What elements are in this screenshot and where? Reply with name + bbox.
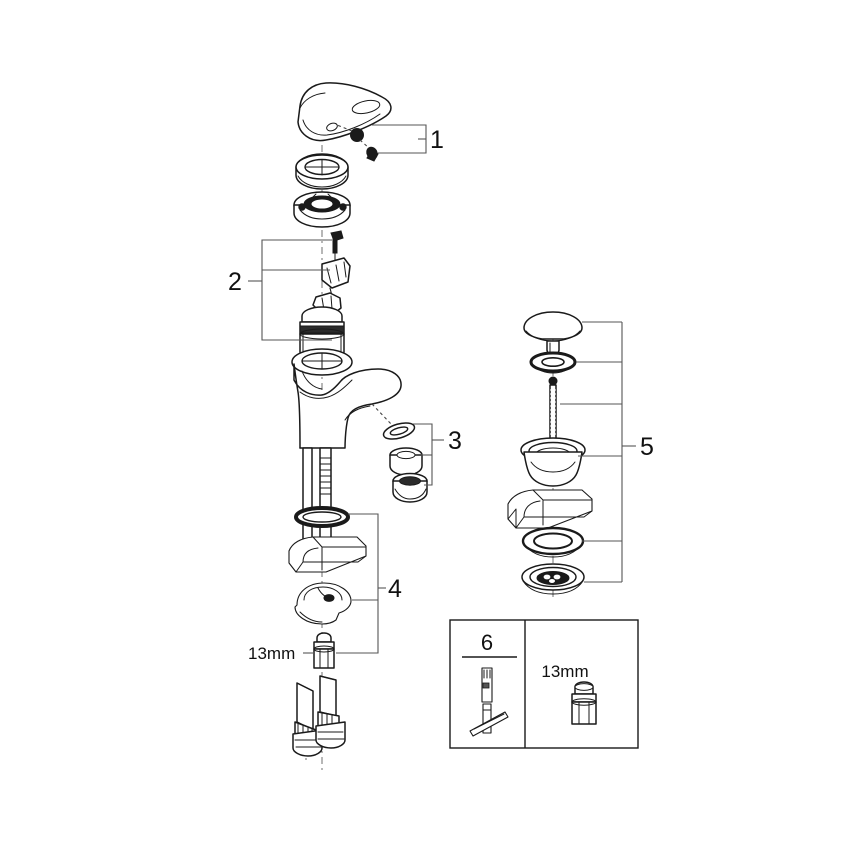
callout-3-label: 3 xyxy=(448,427,462,455)
part-lever-handle xyxy=(297,82,392,142)
part-flange-body xyxy=(520,437,586,487)
callout-1-label: 1 xyxy=(430,126,444,154)
part-fixing-nut xyxy=(313,632,335,669)
part-handle-screw xyxy=(336,124,364,142)
socket-13mm-icon xyxy=(571,681,597,725)
part-seal-washer xyxy=(529,351,577,374)
callout-3-leader: 3 xyxy=(413,423,462,486)
part-saddle-washer-lower xyxy=(294,582,352,625)
part-cap-adapter xyxy=(321,257,351,301)
part-aerator-mesh xyxy=(389,447,423,476)
part-retaining-ring-nut xyxy=(293,191,351,228)
part-threaded-rod xyxy=(548,376,558,448)
tool-box-size-label: 13mm xyxy=(541,662,588,681)
part-aerator-housing xyxy=(392,472,428,503)
part-cap-plug xyxy=(359,139,379,162)
part-handle-collar xyxy=(295,153,349,190)
callout-4-label: 4 xyxy=(388,575,402,603)
part-stopper-cap xyxy=(523,311,583,356)
part-supply-hose-right xyxy=(315,675,346,749)
part-drain-gasket-ring xyxy=(521,526,585,558)
part-shaped-gasket xyxy=(507,489,593,529)
part-supply-hose-left xyxy=(292,682,323,757)
part-saddle-washer-upper xyxy=(288,536,367,573)
callout-1-leader: 1 xyxy=(372,124,444,154)
part-faucet-body xyxy=(291,348,402,449)
part-drain-grid-washer xyxy=(521,563,585,595)
callout-5-label: 5 xyxy=(640,433,654,461)
callout-5-leader: 5 xyxy=(560,321,654,583)
tool-box-number: 6 xyxy=(481,630,493,655)
size-label-13mm-nut: 13mm xyxy=(248,644,315,663)
callout-4-leader: 4 xyxy=(336,513,402,654)
size-label-text: 13mm xyxy=(248,644,295,663)
part-o-ring-base xyxy=(294,506,350,528)
part-o-ring-aerator xyxy=(371,403,416,440)
tool-box: 6 13mm xyxy=(449,619,639,749)
callout-2-leader: 2 xyxy=(228,239,332,341)
callout-2-label: 2 xyxy=(228,268,242,296)
mounting-tool-icon xyxy=(469,667,509,737)
